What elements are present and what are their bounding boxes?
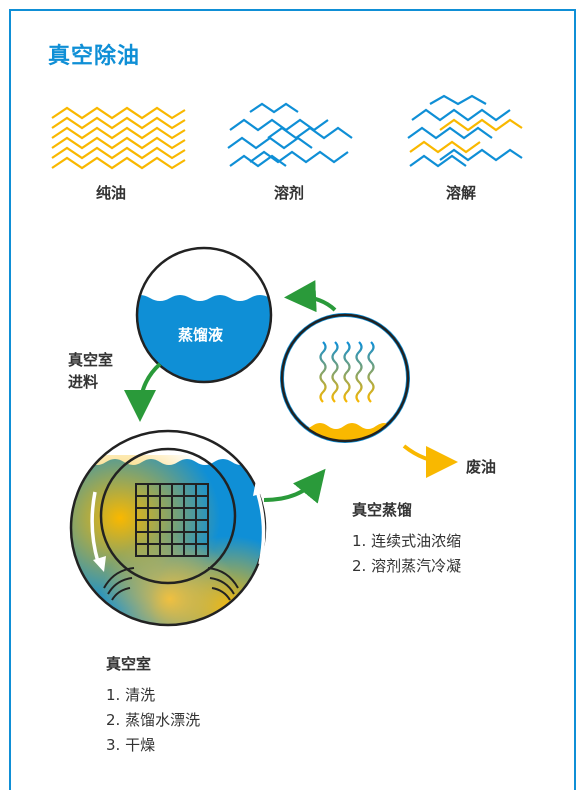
vacuum-distillation-steps: 真空蒸馏 1. 连续式油浓缩 2. 溶剂蒸汽冷凝 <box>352 498 461 579</box>
chamber-step: 3. 干燥 <box>106 736 156 754</box>
waste-oil-arrow <box>402 444 458 478</box>
feed-arrow <box>124 362 162 422</box>
feed-label: 真空室 进料 <box>68 349 113 393</box>
ultrasonic-icon <box>103 567 239 601</box>
waste-oil-label: 废油 <box>466 458 497 476</box>
chamber-step: 2. 蒸馏水漂洗 <box>106 711 201 729</box>
vacuum-chamber <box>69 429 267 627</box>
legend-label-dissolved: 溶解 <box>446 184 477 202</box>
solvent-icon <box>227 102 353 168</box>
feed-label-line1: 真空室 <box>68 351 114 369</box>
vapor-icon <box>319 341 375 403</box>
legend-label-solvent: 溶剂 <box>274 184 305 202</box>
legend-label-pure-oil: 纯油 <box>96 184 127 202</box>
chamber-step: 1. 清洗 <box>106 686 156 704</box>
pure-oil-icon <box>51 106 186 170</box>
vacuum-chamber-steps: 真空室 1. 清洗 2. 蒸馏水漂洗 3. 干燥 <box>106 652 200 758</box>
vacuum-chamber-heading: 真空室 <box>106 655 152 673</box>
distillate-tank <box>135 246 273 384</box>
distillation-tank <box>280 313 410 443</box>
parts-basket-icon <box>135 483 209 557</box>
dissolved-icon <box>407 94 523 168</box>
return-arrow <box>284 280 337 313</box>
page-title: 真空除油 <box>48 44 141 69</box>
distillate-label: 蒸馏液 <box>178 326 224 344</box>
feed-label-line2: 进料 <box>68 373 99 391</box>
distill-step: 1. 连续式油浓缩 <box>352 532 462 550</box>
vacuum-distillation-heading: 真空蒸馏 <box>352 501 413 519</box>
transfer-arrow <box>263 468 326 504</box>
distill-step: 2. 溶剂蒸汽冷凝 <box>352 557 462 575</box>
border-frame <box>9 9 576 790</box>
circulation-arrows-icon <box>90 480 266 572</box>
